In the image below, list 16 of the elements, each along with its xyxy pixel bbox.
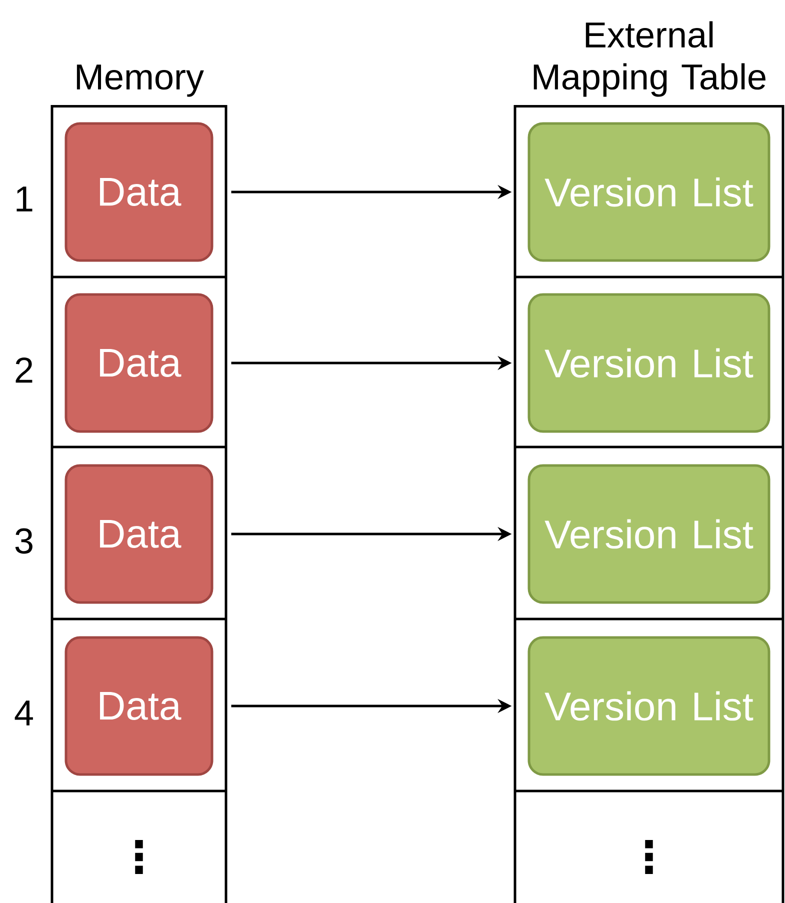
data-box: Data (64, 636, 214, 776)
column-heading: Memory (76, 64, 204, 97)
version-list-box: Version List (528, 293, 770, 433)
row-number: 2 (16, 357, 32, 383)
data-box: Data (64, 293, 214, 433)
row-number: 1 (16, 186, 32, 212)
ellipsis: ⋮ (645, 840, 653, 874)
data-box: Data (64, 464, 214, 604)
version-list-box: Version List (528, 636, 770, 776)
ellipsis: ⋮ (135, 840, 143, 874)
version-list-box: Version List (528, 122, 770, 262)
column-heading: External Mapping Table (534, 21, 766, 97)
data-box: Data (64, 122, 214, 262)
version-list-box: Version List (528, 464, 770, 604)
row-number: 4 (14, 700, 33, 726)
row-number: 3 (15, 528, 32, 554)
